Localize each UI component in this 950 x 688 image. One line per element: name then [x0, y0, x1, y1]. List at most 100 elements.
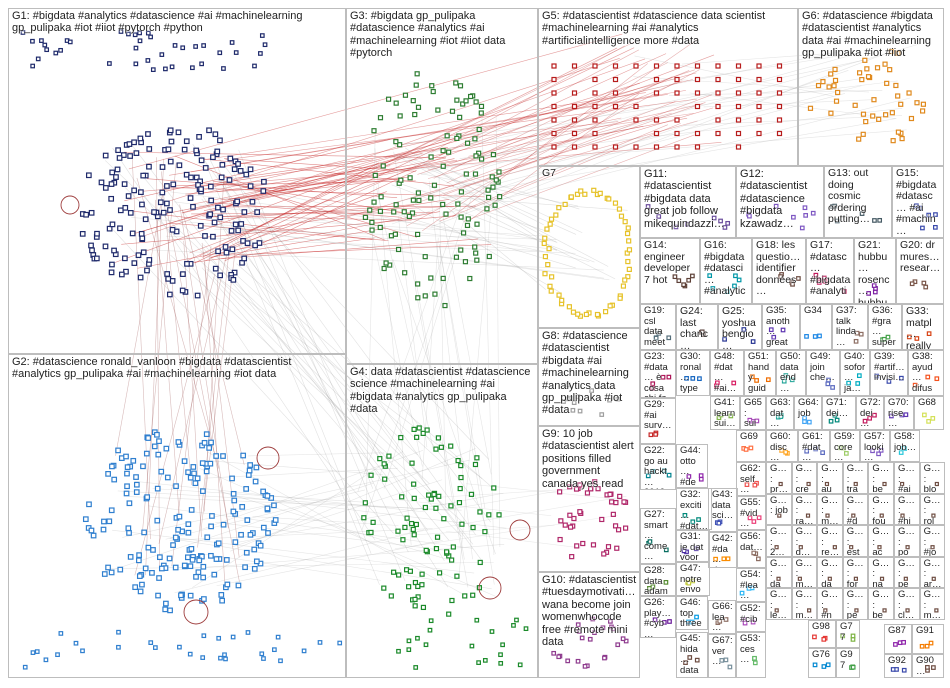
network-node	[441, 516, 447, 522]
network-node	[238, 531, 244, 538]
network-node	[206, 445, 213, 451]
network-node	[754, 378, 759, 383]
network-node	[435, 435, 441, 441]
network-node	[570, 407, 576, 413]
network-node	[575, 622, 581, 628]
network-node	[127, 210, 134, 216]
network-node	[879, 513, 884, 518]
group-label: G22: go au hackt… 2019…	[644, 445, 668, 489]
network-node	[457, 114, 463, 120]
edge-line	[391, 70, 849, 225]
group-cell-g24: G24: last chanc…	[676, 304, 718, 350]
group-label: G…: m…	[795, 589, 814, 620]
network-node	[133, 61, 139, 67]
network-node	[458, 463, 464, 469]
network-node	[779, 448, 784, 453]
network-node	[553, 212, 559, 218]
network-node	[469, 643, 475, 649]
network-node	[146, 257, 153, 263]
group-label: G…: 2…	[770, 526, 787, 557]
network-node	[813, 272, 819, 278]
network-node	[212, 131, 219, 138]
group-cell-g14: G14: engineer developer 7 hot	[640, 238, 700, 304]
network-node	[484, 206, 490, 212]
edge-line	[386, 40, 638, 164]
group-label: G67: ver…	[712, 635, 733, 667]
small-group-cell: G…: tra…	[842, 462, 869, 494]
network-node	[694, 103, 701, 110]
group-cell-g72: G72: dei…	[856, 396, 884, 430]
network-node	[828, 71, 834, 77]
edge-line	[459, 215, 491, 574]
network-node	[167, 127, 174, 134]
group-label: G…: rol…	[923, 494, 941, 526]
group-label: G50: data end…	[780, 351, 801, 394]
network-node	[666, 374, 672, 380]
edge-line	[428, 181, 473, 560]
group-label: G…: be…	[872, 589, 890, 620]
small-group-cell: G…: da…	[817, 556, 843, 589]
network-node	[121, 181, 128, 187]
network-node	[213, 556, 220, 562]
edge-line	[210, 107, 714, 258]
network-node	[237, 168, 244, 174]
network-node	[718, 218, 723, 224]
network-node	[199, 61, 204, 67]
network-node	[160, 209, 167, 216]
network-node	[477, 509, 483, 515]
network-node	[731, 380, 737, 386]
network-node	[235, 161, 241, 167]
edge-line	[431, 51, 890, 227]
network-node	[455, 457, 461, 464]
network-node	[201, 633, 207, 639]
edge-line	[394, 59, 865, 161]
network-node	[201, 596, 207, 602]
network-node	[878, 447, 884, 453]
network-node	[686, 474, 692, 479]
network-node	[433, 546, 440, 552]
self-loop-circle	[256, 446, 280, 470]
network-node	[135, 252, 142, 259]
small-group-cell: G…: blo…	[919, 462, 946, 494]
network-node	[790, 281, 795, 287]
network-node	[778, 481, 783, 487]
group-label: G…: pe…	[846, 589, 864, 620]
network-node	[783, 373, 789, 378]
network-node	[44, 47, 50, 53]
edge-line	[444, 97, 911, 214]
small-group-cell: G…: cre…	[791, 462, 818, 494]
network-node	[230, 508, 237, 515]
group-label: G16: #bigdata #datasci… #analytic…	[704, 239, 746, 304]
network-node	[822, 278, 828, 284]
network-node	[423, 642, 429, 648]
network-node	[35, 56, 41, 62]
network-node	[820, 450, 825, 456]
network-node	[694, 614, 699, 620]
group-label: G6: #datascience #bigdata #datascientist…	[802, 10, 933, 60]
network-node	[752, 655, 757, 661]
network-node	[402, 524, 408, 531]
network-node	[571, 103, 578, 110]
network-node	[123, 453, 129, 460]
group-label: G31: je dat voor…	[680, 531, 704, 562]
network-node	[859, 211, 865, 216]
network-node	[633, 63, 639, 69]
network-node	[88, 242, 94, 249]
network-node	[409, 460, 415, 466]
group-label: G13: out doing cosmic ordering putting…	[828, 167, 871, 226]
group-cell-g18: G18: les questio… identifier données…	[752, 238, 806, 304]
group-label: G…: est…	[846, 526, 864, 557]
network-node	[699, 329, 705, 335]
network-node	[612, 103, 619, 110]
group-label: G32: exciti… #dat…	[680, 489, 708, 530]
network-node	[482, 529, 488, 535]
network-node	[901, 639, 906, 645]
group-cell-g17: G17: #datasc… #bigdata #analyti…	[806, 238, 854, 304]
network-node	[166, 555, 173, 562]
network-node	[922, 412, 927, 418]
small-group-cell: G…: ra…	[791, 493, 818, 526]
network-node	[926, 419, 931, 424]
network-node	[590, 542, 597, 548]
group-label: G61: #dat…	[802, 431, 823, 462]
network-node	[440, 163, 446, 169]
